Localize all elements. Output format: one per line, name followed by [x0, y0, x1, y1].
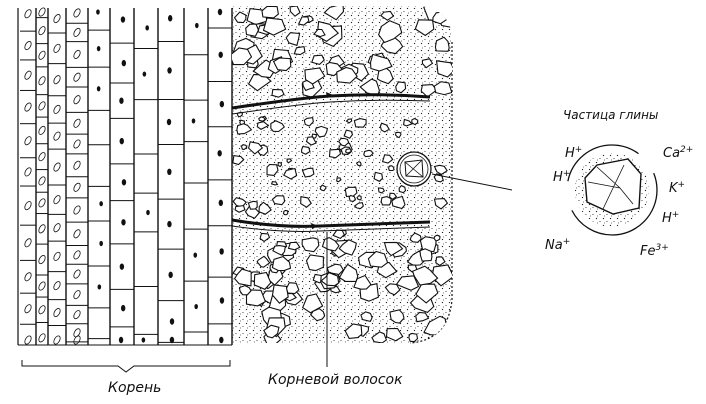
soil-particles [232, 6, 452, 343]
ion-labels: H+ H+ Ca2+ K+ H+ Na+ Fe3+ [545, 145, 693, 259]
root-hair-upper [231, 92, 431, 115]
ion-k: K+ [669, 180, 685, 196]
clay-particle-marker [396, 151, 432, 187]
root-brace [21, 360, 231, 373]
clay-particle-detail [566, 144, 658, 236]
root-tissue [17, 7, 233, 346]
soil-region [232, 6, 453, 344]
ion-ca: Ca2+ [663, 145, 693, 161]
ion-h-2: H+ [553, 169, 570, 185]
root-hair-label: Корневой волосок [268, 372, 403, 388]
root-hair-lower [231, 218, 431, 232]
pointer-line-clay [431, 173, 513, 191]
ion-na: Na+ [545, 237, 570, 253]
ion-h-1: H+ [565, 145, 582, 161]
clay-particle-label: Частица глины [563, 108, 658, 122]
ion-h-3: H+ [662, 210, 679, 226]
root-label: Корень [108, 380, 161, 396]
ion-fe: Fe3+ [640, 243, 669, 259]
